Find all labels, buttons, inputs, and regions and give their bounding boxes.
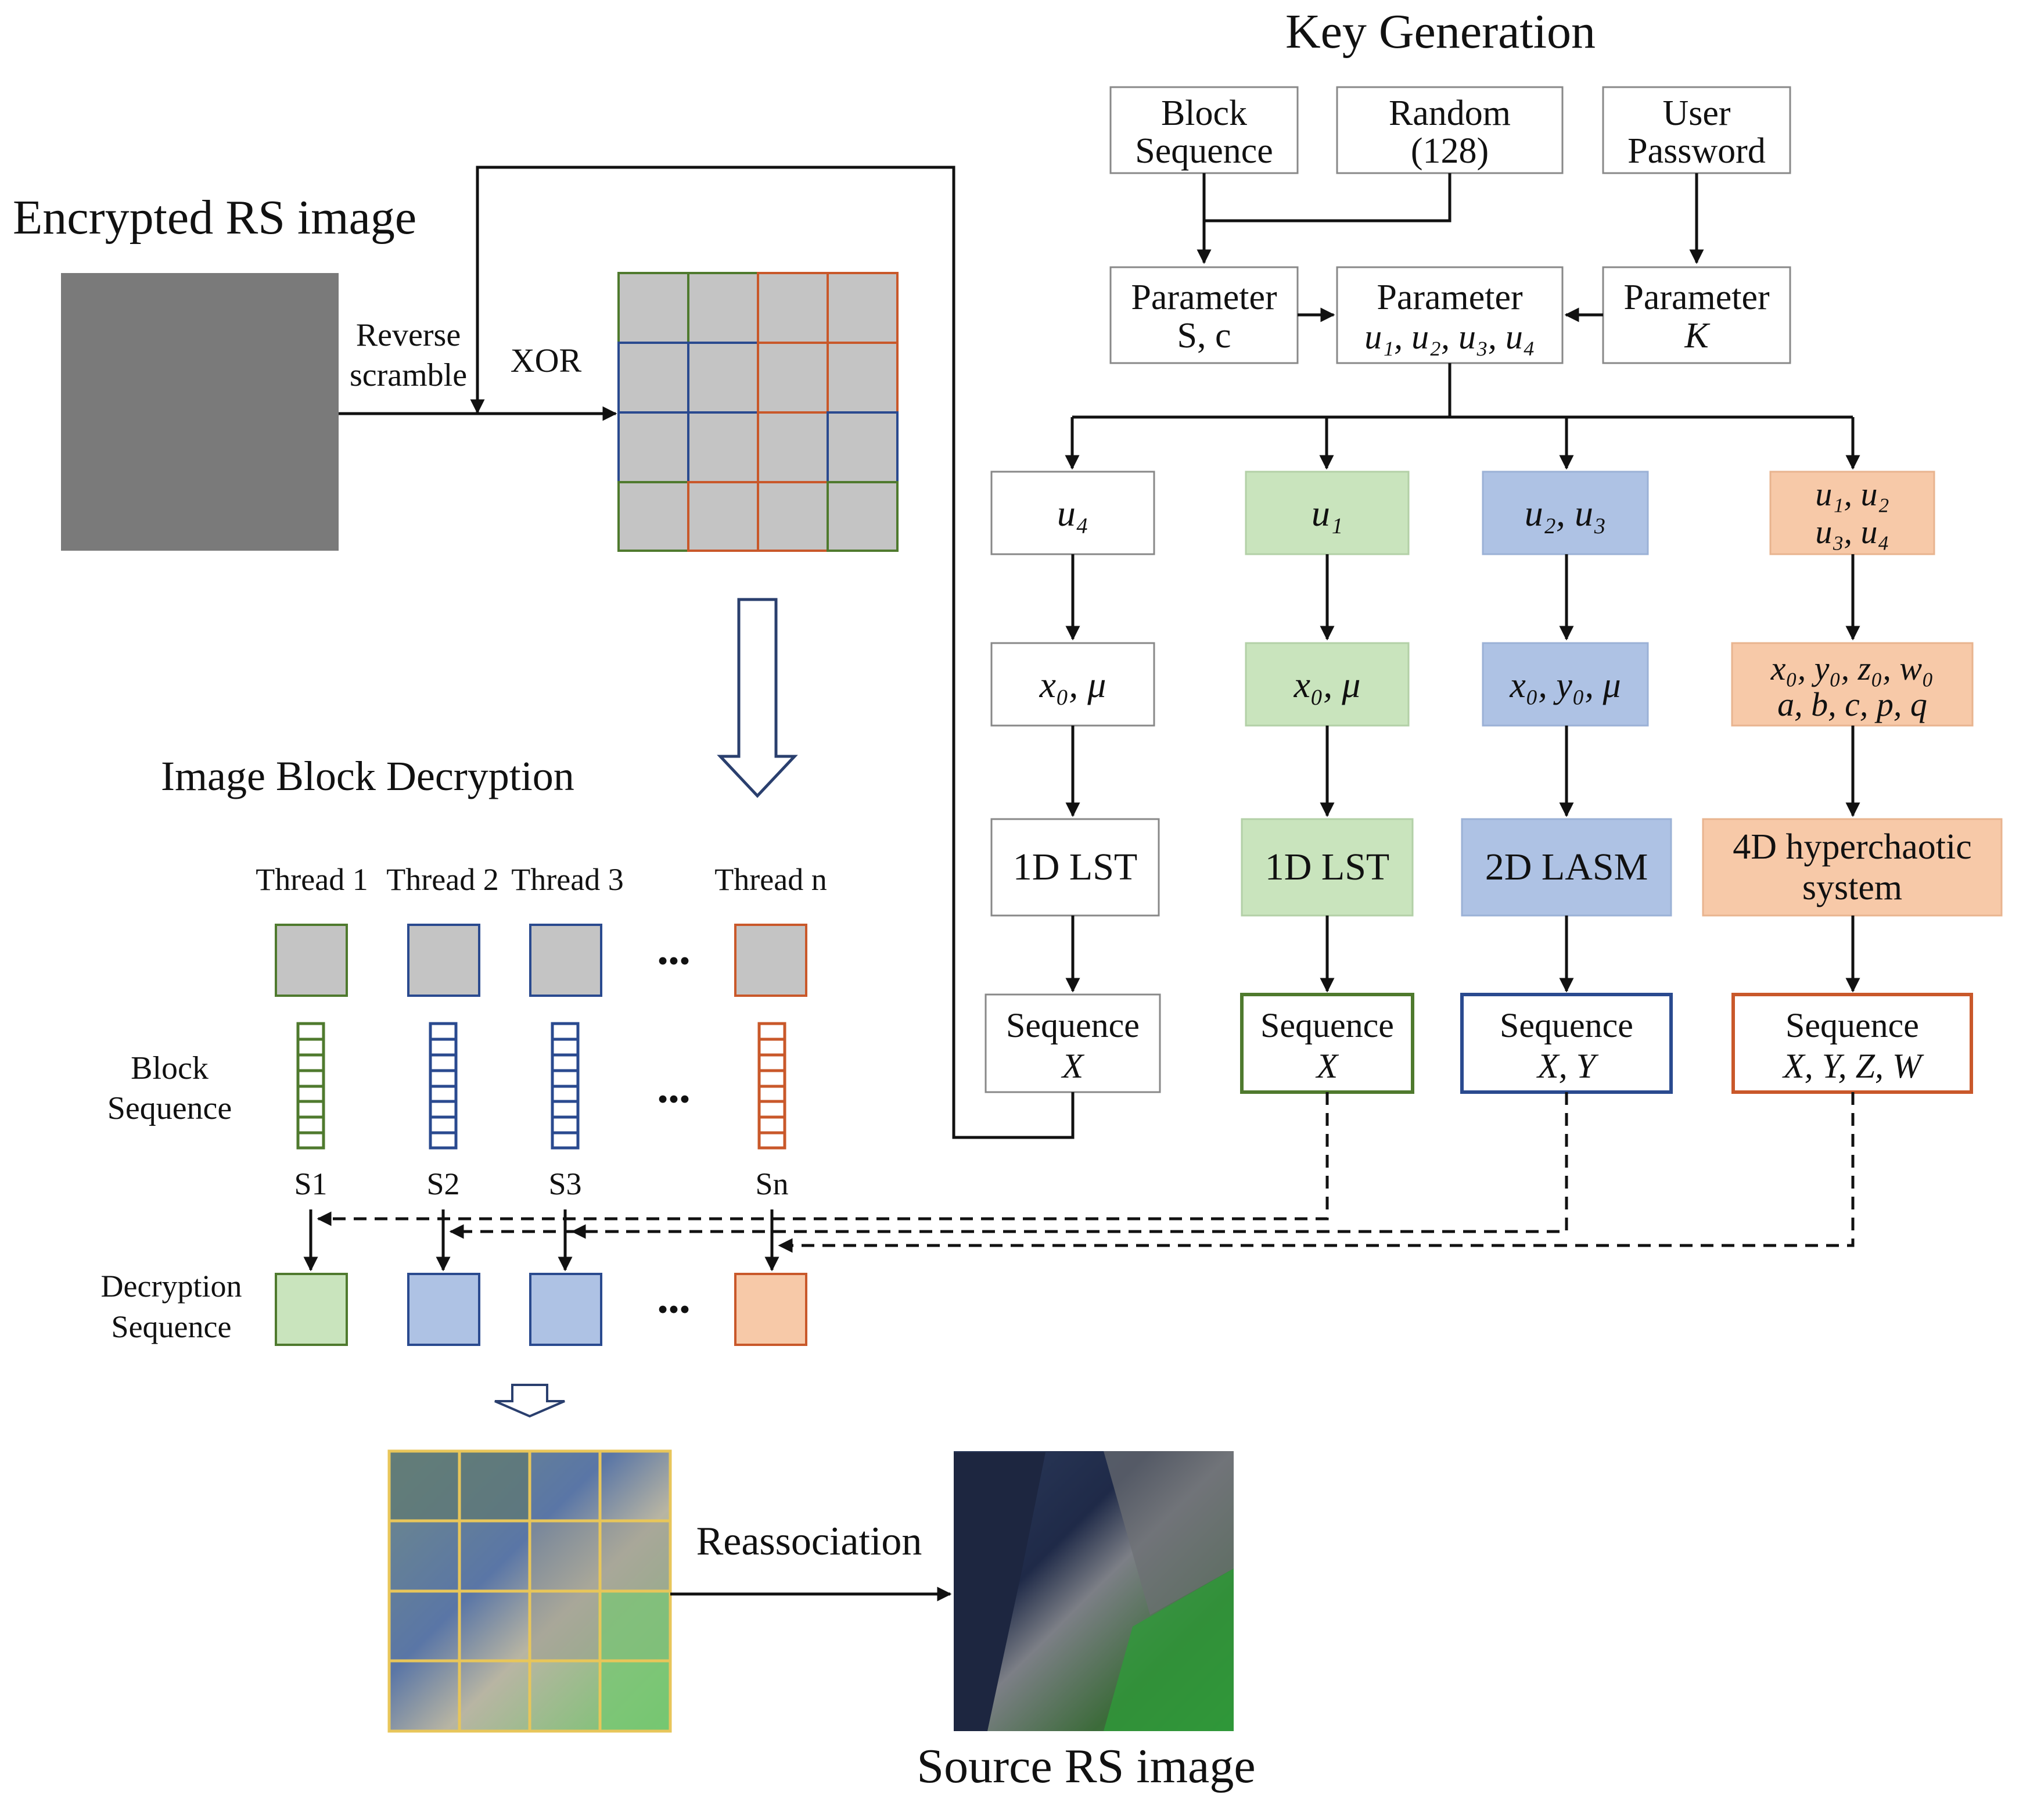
chain2-seq-line2: X, Y (1536, 1047, 1599, 1085)
source-image-title: Source RS image (917, 1739, 1255, 1793)
hollow-down-arrow (717, 598, 798, 798)
chain-u4: u₄ x₀, μ 1D LST Sequence X (985, 471, 1161, 1093)
decrypt-block-1 (275, 1273, 348, 1346)
param-k-line2: K (1684, 316, 1711, 356)
chain0-seq-line2: X (1061, 1047, 1085, 1085)
param-k-line1: Parameter (1623, 278, 1770, 317)
thread-n-block (734, 924, 807, 997)
chain2-key: u₂, u₃ (1525, 493, 1607, 534)
sequence-ladder-n (757, 1022, 786, 1150)
chain-u1: u₁ x₀, μ 1D LST Sequence X (1240, 471, 1414, 1094)
encrypted-image (61, 273, 339, 551)
random-line2: (128) (1411, 131, 1489, 171)
sequence-ladder-3 (551, 1022, 580, 1150)
key-generation-title: Key Generation (1285, 5, 1596, 59)
xor-label: XOR (511, 342, 582, 379)
reassociation-label: Reassociation (696, 1519, 922, 1564)
chain1-seq-line2: X (1316, 1047, 1339, 1085)
chain-u2u3: u₂, u₃ x₀, y₀, μ 2D LASM Sequence X, Y (1460, 471, 1673, 1094)
decrypt-block-n (734, 1273, 807, 1346)
reverse-label-line1: Reverse (356, 317, 461, 353)
encrypted-image-title: Encrypted RS image (13, 191, 416, 245)
block-input-line1: Block (1161, 94, 1247, 133)
chain3-init-line1: x₀, y₀, z₀, w₀ (1770, 649, 1934, 687)
chain2-seq-line1: Sequence (1500, 1006, 1633, 1044)
thread-3-block (529, 924, 602, 997)
chain3-seq-line1: Sequence (1785, 1006, 1919, 1044)
parameter-k-box: Parameter K (1602, 266, 1791, 364)
dots-row3: ••• (657, 1292, 691, 1327)
chain3-map-line1: 4D hyperchaotic (1733, 827, 1971, 867)
decrypt-seq-label-line1: Decryption (101, 1269, 242, 1304)
chain3-key-line2: u₃, u₄ (1815, 513, 1889, 551)
decrypt-seq-label-line2: Sequence (112, 1309, 232, 1344)
chain0-map: 1D LST (1013, 846, 1138, 888)
thread-n-label: Thread n (714, 862, 827, 897)
chain1-key: u₁ (1312, 493, 1343, 534)
param-u-line2: u₁, u₂, u₃, u₄ (1364, 318, 1535, 356)
param-sc-line2: S, c (1177, 316, 1231, 356)
chain0-seq-line1: Sequence (1006, 1006, 1140, 1044)
thread-2-label: Thread 2 (386, 862, 498, 897)
reverse-label-line2: scramble (350, 357, 467, 393)
block-sequence-input-box: Block Sequence (1109, 86, 1299, 174)
chain3-map-line2: system (1802, 868, 1902, 907)
param-u-line1: Parameter (1377, 278, 1523, 317)
chain3-init-line2: a, b, c, p, q (1777, 685, 1927, 723)
chain2-map: 2D LASM (1485, 846, 1648, 888)
user-line2: Password (1627, 131, 1766, 171)
chain3-seq-line2: X, Y, Z, W (1782, 1047, 1924, 1085)
sequence-ladder-1 (296, 1022, 325, 1150)
s1-label: S1 (294, 1166, 327, 1201)
thread-2-block (407, 924, 480, 997)
chain1-seq-line1: Sequence (1260, 1006, 1394, 1044)
sequence-ladder-2 (429, 1022, 458, 1150)
chain-u1u2u3u4: u₁, u₂ u₃, u₄ x₀, y₀, z₀, w₀ a, b, c, p,… (1702, 471, 2003, 1094)
xor-block-grid (617, 272, 899, 552)
decrypt-block-2 (407, 1273, 480, 1346)
parameter-sc-box: Parameter S, c (1109, 266, 1299, 364)
user-password-input-box: User Password (1602, 86, 1791, 174)
thread-3-label: Thread 3 (511, 862, 623, 897)
chain1-init: x₀, μ (1294, 664, 1361, 705)
parameter-u-box: Parameter u₁, u₂, u₃, u₄ (1336, 266, 1564, 364)
chain0-key: u₄ (1057, 493, 1088, 534)
source-rs-image (954, 1451, 1234, 1731)
block-seq-label-line1: Block (131, 1050, 209, 1086)
decrypt-block-3 (529, 1273, 602, 1346)
chain3-key-line1: u₁, u₂ (1815, 475, 1889, 513)
s2-label: S2 (426, 1166, 459, 1201)
s3-label: S3 (548, 1166, 581, 1201)
thread-1-block (275, 924, 348, 997)
small-hollow-down-arrow (494, 1384, 565, 1418)
random-line1: Random (1389, 94, 1511, 133)
random-input-box: Random (128) (1336, 86, 1564, 174)
sn-label: Sn (755, 1166, 788, 1201)
block-seq-label-line2: Sequence (107, 1090, 232, 1126)
dots-row2: ••• (657, 1082, 691, 1117)
dots-row1: ••• (657, 943, 691, 978)
block-decryption-title: Image Block Decryption (161, 753, 574, 799)
user-line1: User (1662, 94, 1730, 133)
block-input-line2: Sequence (1135, 131, 1273, 171)
chain2-init: x₀, y₀, μ (1509, 666, 1621, 705)
decrypted-tiled-image (387, 1449, 672, 1733)
param-sc-line1: Parameter (1131, 278, 1277, 317)
thread-1-label: Thread 1 (256, 862, 368, 897)
chain1-map: 1D LST (1265, 846, 1390, 888)
chain0-init: x₀, μ (1039, 664, 1106, 705)
